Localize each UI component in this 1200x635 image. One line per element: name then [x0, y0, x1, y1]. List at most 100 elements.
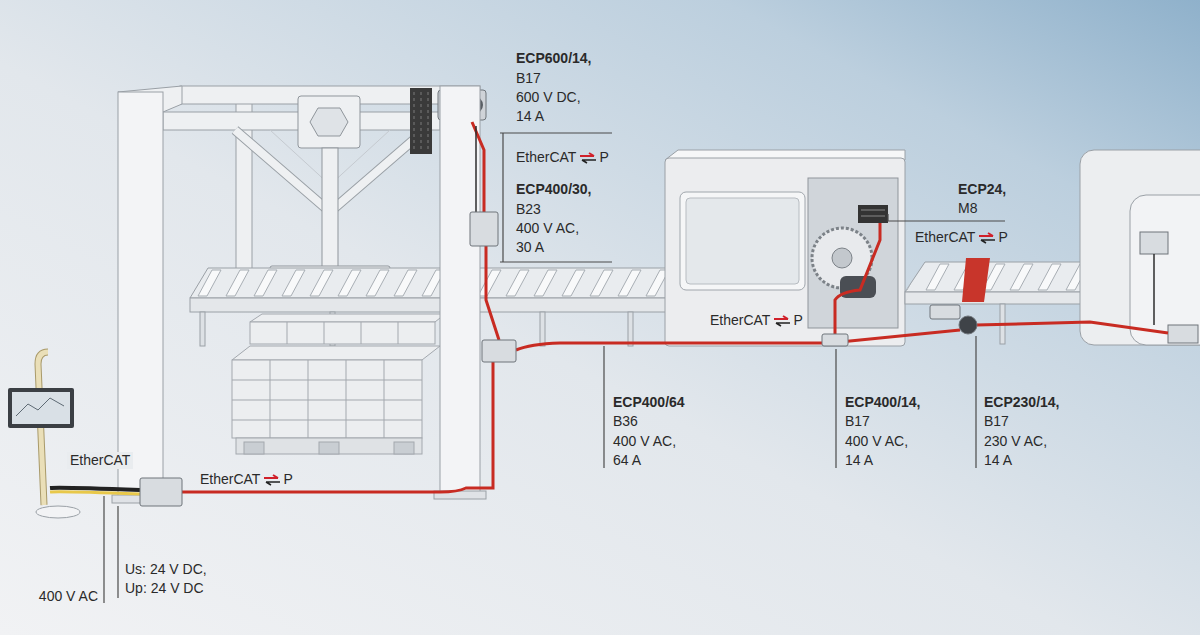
saw-machine-part — [858, 205, 888, 223]
next-machine-part — [1080, 150, 1200, 345]
saw-machine-part — [680, 192, 805, 290]
cables-24v — [50, 488, 140, 494]
spec-label: 400 V AC, — [845, 433, 908, 450]
saw-machine-part — [861, 210, 885, 216]
junction-boxes-part — [482, 340, 516, 362]
terminal-part — [12, 392, 70, 424]
spec-label: B36 — [613, 413, 638, 430]
ethercat-p-cables-part — [182, 362, 493, 492]
gantry-front-part — [440, 86, 480, 494]
logo-text: EtherCAT — [200, 471, 260, 488]
ethercat-p-logo: EtherCAT P — [710, 312, 803, 329]
spec-label: 30 A — [516, 239, 544, 256]
next-machine — [1080, 150, 1200, 345]
logo-arrow-black — [266, 482, 280, 485]
conveyor-left-part — [190, 268, 668, 298]
spec-label: B17 — [516, 70, 541, 87]
spec-label: 400 V AC — [39, 588, 98, 605]
leader-lines-part — [117, 506, 118, 598]
brick-stack-part — [236, 438, 422, 454]
saw-machine-part — [832, 248, 852, 268]
ethercat-p-cables-part — [976, 322, 1168, 333]
conveyor-left — [190, 268, 670, 346]
junction-boxes-part — [822, 334, 848, 346]
logo-text: P — [998, 229, 1007, 246]
leader-lines-part — [835, 349, 836, 468]
junction-boxes-part — [140, 478, 182, 506]
next-machine-part — [1168, 325, 1198, 343]
ethercat-p-logo: EtherCATP — [516, 149, 609, 166]
callout-title: ECP400/30, — [516, 181, 592, 198]
junction-boxes-part — [930, 305, 960, 319]
ethercat-p-logo: EtherCATP — [200, 471, 293, 488]
gantry-carriage-part — [310, 108, 348, 136]
ethercat-p-cables-part — [472, 122, 484, 212]
leader-lines-part — [500, 132, 612, 133]
brick-stack-part — [319, 442, 339, 454]
gantry-front — [112, 86, 486, 503]
leader-lines-part — [975, 336, 976, 468]
junction-boxes-part — [470, 212, 498, 246]
conveyor-left-part — [200, 312, 633, 346]
gantry-front-part — [118, 92, 163, 498]
terminal-part — [38, 352, 48, 505]
brick-stack-part — [250, 314, 445, 322]
logo-text: P — [793, 312, 802, 329]
cable-chain-part — [410, 88, 432, 154]
logo-arrows — [263, 474, 281, 486]
fieldbus-cables — [476, 126, 1154, 325]
conveyor-right-part — [962, 258, 990, 302]
terminal-part — [36, 506, 80, 518]
callout-title: ECP600/14, — [516, 50, 592, 67]
saw-machine-part — [840, 276, 876, 298]
spec-label: 14 A — [984, 452, 1012, 469]
logo-text: EtherCAT — [710, 312, 770, 329]
brick-stack-part — [394, 442, 414, 454]
logo-arrow-black — [776, 323, 790, 326]
junction-boxes-part — [959, 316, 977, 334]
gantry-carriage-part — [322, 148, 338, 268]
brick-stack-part — [232, 346, 440, 360]
spec-label: EtherCAT — [67, 452, 133, 469]
spec-label: Up: 24 V DC — [125, 580, 204, 597]
brick-stack-part — [250, 322, 435, 344]
ethercat-p-cables-part — [516, 330, 960, 350]
logo-arrow-red — [264, 475, 278, 478]
ethercat-p-cables-part — [486, 246, 499, 340]
gantry-carriage-part — [298, 96, 360, 148]
conveyor-left-part-part — [540, 312, 545, 346]
logo-arrow-black — [981, 240, 995, 243]
conveyor-left-part — [190, 268, 668, 298]
logo-text: EtherCAT — [915, 229, 975, 246]
cable-chain-part — [414, 92, 428, 150]
logo-arrows — [579, 152, 597, 164]
saw-machine-part — [665, 158, 905, 346]
callout-title: ECP24, — [958, 181, 1006, 198]
leader-lines-part — [502, 133, 503, 262]
spec-label: 14 A — [845, 452, 873, 469]
logo-arrows — [978, 232, 996, 244]
spec-label: B23 — [516, 201, 541, 218]
leader-lines — [104, 133, 1005, 603]
logo-arrows — [773, 315, 791, 327]
logo-arrow-black — [582, 160, 596, 163]
leader-lines-part — [500, 261, 612, 262]
logo-arrow-red — [774, 316, 788, 319]
fieldbus-cables-part — [475, 126, 477, 212]
spec-label: 14 A — [516, 108, 544, 125]
logo-arrow-red — [580, 153, 594, 156]
next-machine-part — [1130, 195, 1200, 345]
spec-label: B17 — [984, 413, 1009, 430]
conveyor-left-part — [190, 298, 670, 312]
spec-label: B17 — [845, 413, 870, 430]
spec-label: 400 V AC, — [516, 220, 579, 237]
callout-title: ECP230/14, — [984, 394, 1060, 411]
saw-machine-part — [808, 178, 898, 328]
terminal-part — [38, 352, 48, 505]
leader-lines-part — [103, 496, 104, 603]
spec-label: 64 A — [613, 452, 641, 469]
terminal-part — [8, 388, 74, 428]
spec-label: 600 V DC, — [516, 89, 581, 106]
conveyor-left-part-part — [200, 312, 205, 346]
